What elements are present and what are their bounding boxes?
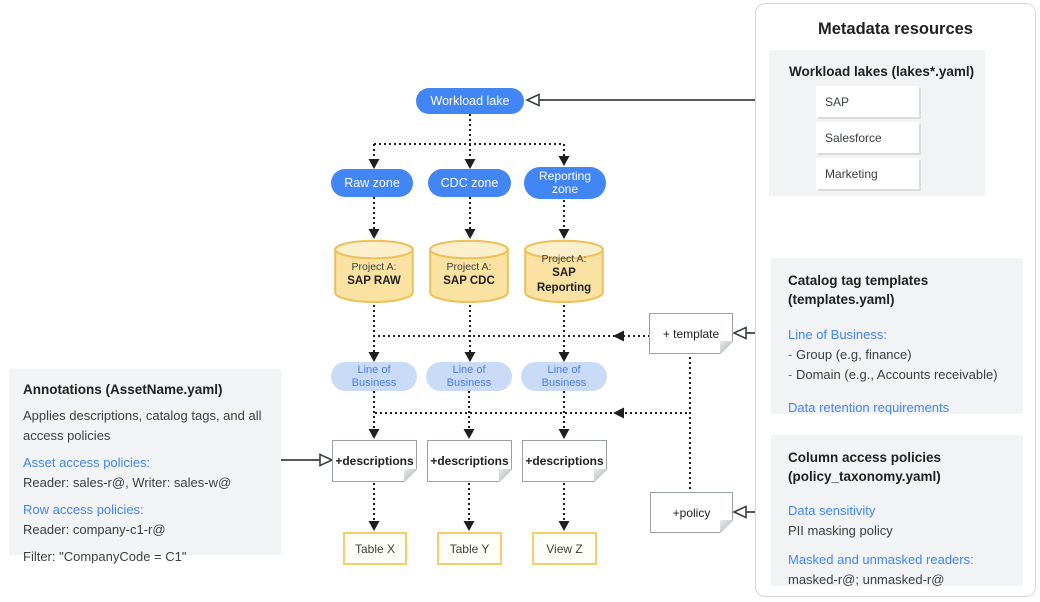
dash-bullet: -	[788, 367, 793, 383]
project-sap-cdc-cylinder: Project A: SAP CDC	[429, 239, 509, 304]
policy-note: +policy	[650, 492, 733, 533]
project-prefix: Project A:	[541, 253, 587, 265]
descriptions-note-2: +descriptions	[427, 440, 512, 482]
lake-to-zones-connectors	[368, 114, 570, 169]
descriptions-note-3: +descriptions	[522, 440, 607, 482]
workload-lake-node: Workload lake	[416, 88, 524, 114]
catalog-heading-line2: (templates.yaml)	[788, 291, 895, 307]
annotations-to-descriptions-arrow	[281, 453, 334, 467]
dash-bullet: -	[788, 346, 793, 362]
cylinder-shape	[334, 239, 414, 303]
lob-template-heading: Line of Business:	[788, 326, 888, 342]
data-retention-heading: Data retention requirements	[788, 400, 950, 416]
workload-lakes-heading: Workload lakes (lakes*.yaml)	[789, 64, 975, 79]
masked-readers-value: masked-r@; unmasked-r@	[788, 572, 945, 588]
lake-card-marketing: Marketing	[816, 158, 919, 189]
annotations-panel: Annotations (AssetName.yaml) Applies des…	[9, 369, 281, 564]
template-note: + template	[649, 313, 733, 354]
annotations-title: Annotations (AssetName.yaml)	[23, 382, 223, 397]
column-heading-line2: (policy_taxonomy.yaml)	[788, 468, 941, 484]
catalog-heading-line1: Catalog tag templates	[788, 273, 929, 288]
metadata-panel-title: Metadata resources	[818, 20, 973, 38]
cylinder-shape	[524, 239, 604, 303]
data-sensitivity-value: PII masking policy	[788, 522, 893, 538]
data-sensitivity-heading: Data sensitivity	[788, 502, 876, 518]
column-access-policies-section: Column access policies (policy_taxonomy.…	[771, 435, 1023, 587]
asset-access-policies-value: Reader: sales-r@, Writer: sales-w@	[23, 474, 232, 490]
column-heading-line1: Column access policies	[788, 450, 942, 465]
project-sap-raw-cylinder: Project A: SAP RAW	[334, 239, 414, 304]
catalog-tag-templates-section: Catalog tag templates (templates.yaml) L…	[771, 258, 1023, 415]
annotations-description: Applies descriptions, catalog tags, and …	[23, 408, 262, 443]
table-x-node: Table X	[343, 532, 407, 565]
line-of-business-node-2: Line of Business	[426, 362, 512, 391]
line-of-business-node-1: Line of Business	[331, 362, 417, 391]
row-access-policies-value: Reader: company-c1-r@	[23, 521, 166, 537]
project-prefix: Project A:	[446, 261, 492, 273]
cdc-zone-node: CDC zone	[428, 169, 511, 197]
project-sap-reporting-cylinder: Project A: SAP Reporting	[524, 239, 604, 304]
lake-card-sap: SAP	[816, 86, 919, 117]
masked-readers-heading: Masked and unmasked readers:	[788, 552, 974, 568]
filter-value: Filter: "CompanyCode = C1"	[23, 549, 187, 564]
projects-to-lob-connectors	[368, 305, 649, 362]
asset-access-policies-heading: Asset access policies:	[23, 455, 151, 470]
table-y-node: Table Y	[437, 532, 502, 565]
project-name: SAP RAW	[347, 275, 401, 288]
line-of-business-node-3: Line of Business	[521, 362, 607, 391]
descriptions-note-1: +descriptions	[332, 440, 417, 482]
workload-lakes-section: Workload lakes (lakes*.yaml) SAP Salesfo…	[769, 50, 985, 196]
project-prefix: Project A:	[351, 261, 397, 273]
project-name: SAP Reporting	[536, 267, 592, 294]
zones-to-projects-connectors	[368, 197, 570, 239]
view-z-node: View Z	[532, 532, 597, 565]
cylinder-shape	[429, 239, 509, 303]
lob-template-item-domain: - Domain (e.g., Accounts receivable)	[788, 367, 998, 383]
row-access-policies-heading: Row access policies:	[23, 502, 144, 517]
lob-template-item-group: - Group (e.g, finance)	[788, 346, 912, 362]
lake-card-salesforce: Salesforce	[816, 122, 919, 153]
project-name: SAP CDC	[443, 275, 495, 288]
reporting-zone-node: Reporting zone	[524, 167, 606, 199]
raw-zone-node: Raw zone	[331, 169, 413, 197]
metadata-resources-panel: Metadata resources Workload lakes (lakes…	[755, 3, 1036, 597]
descriptions-to-tables-connectors	[368, 483, 570, 531]
